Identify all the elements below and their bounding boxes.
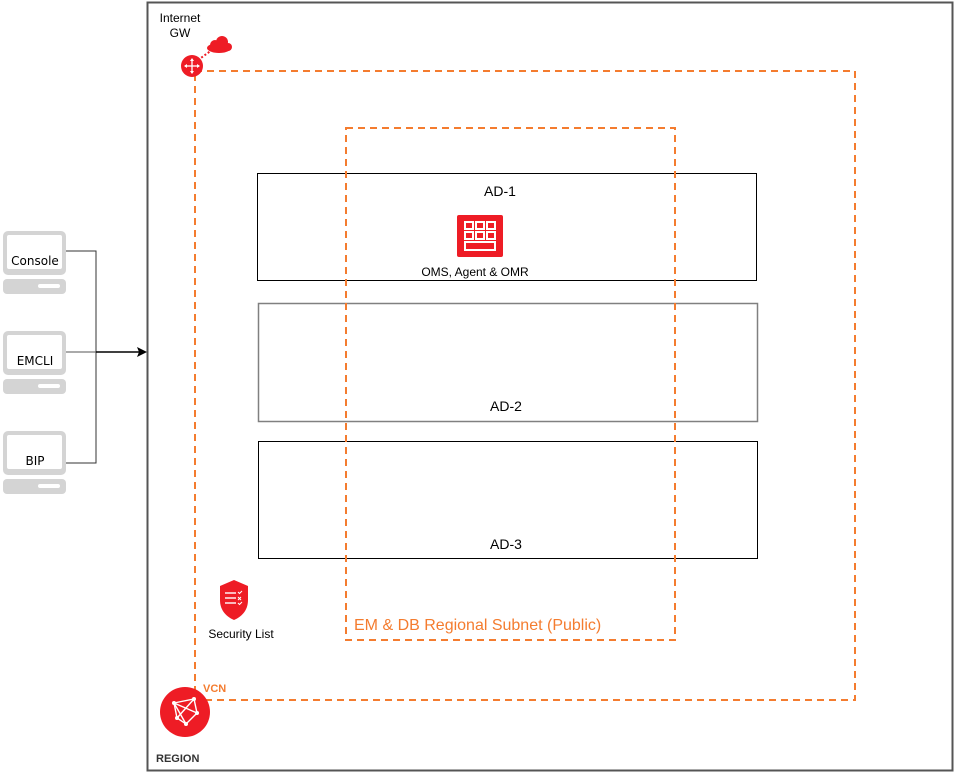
connector-bip	[66, 352, 97, 464]
client-bip-label: BIP	[25, 454, 45, 468]
client-emcli-label: EMCLI	[16, 354, 54, 368]
ad-2-box	[257, 302, 759, 423]
region-label: REGION	[156, 753, 200, 765]
ad-1-box	[257, 173, 757, 281]
subnet-box	[345, 127, 676, 641]
gateway-cloud-link	[197, 49, 213, 61]
arrow-head-icon	[137, 347, 147, 357]
vcn-box	[194, 70, 856, 701]
shield-checklist-icon[interactable]	[220, 580, 248, 620]
internet-gateway-label-line1: Internet	[159, 11, 201, 25]
client-console-label: Console	[11, 254, 59, 268]
vcn-network-icon[interactable]	[160, 687, 210, 737]
ad-3-label: AD-3	[490, 536, 522, 552]
client-console[interactable]	[3, 231, 66, 294]
subnet-label: EM & DB Regional Subnet (Public)	[354, 617, 602, 634]
ad-1-label: AD-1	[484, 183, 516, 199]
vcn-label: VCN	[203, 683, 227, 695]
region-box	[146, 1, 954, 772]
cloud-icon	[207, 36, 232, 53]
connector-console	[66, 250, 97, 352]
ad-2-label: AD-2	[490, 398, 522, 414]
router-icon[interactable]	[181, 55, 203, 77]
server-icon[interactable]	[457, 215, 503, 257]
client-emcli[interactable]	[3, 331, 66, 394]
internet-gateway-label: Internet GW	[158, 11, 202, 41]
server-label: OMS, Agent & OMR	[421, 265, 529, 279]
ad-3-box	[258, 441, 758, 559]
client-bip[interactable]	[3, 431, 66, 494]
security-list-label: Security List	[208, 627, 274, 641]
client-connectors	[66, 250, 140, 464]
internet-gateway-label-line2: GW	[169, 26, 191, 40]
